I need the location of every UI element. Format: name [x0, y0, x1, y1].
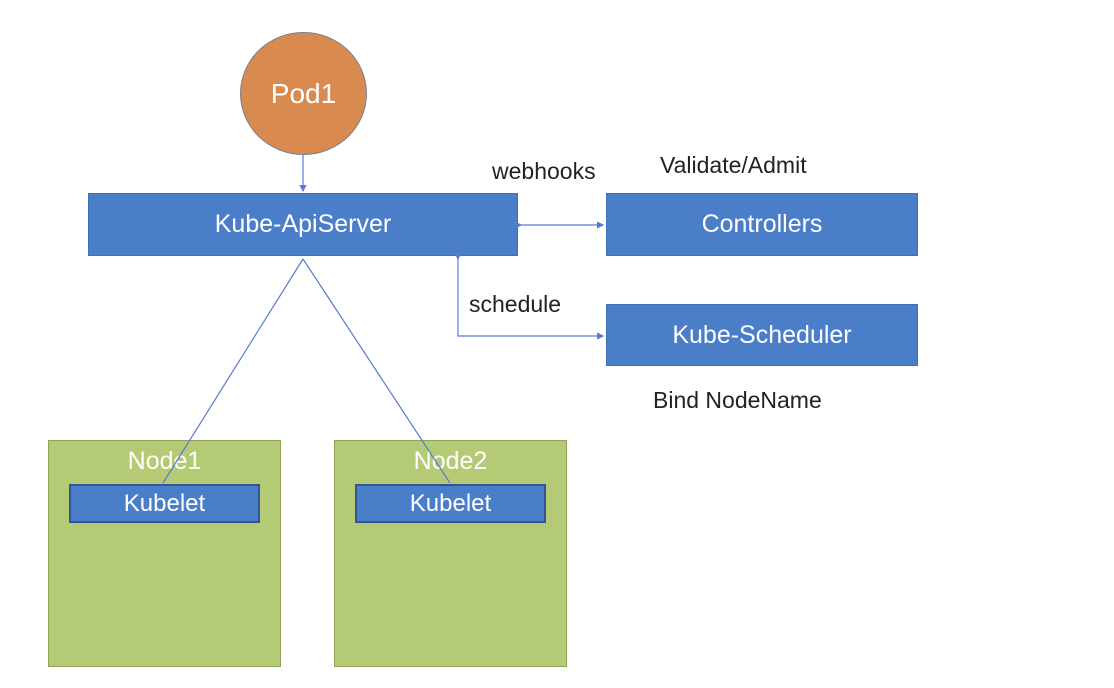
node2-title: Node2 — [413, 447, 488, 475]
node2-box: Node2 Kubelet — [334, 440, 567, 667]
kube-apiserver-box: Kube-ApiServer — [88, 193, 518, 256]
controllers-box: Controllers — [606, 193, 918, 256]
kube-scheduler-box: Kube-Scheduler — [606, 304, 918, 366]
node1-kubelet-box: Kubelet — [69, 484, 260, 523]
bind-nodename-label: Bind NodeName — [653, 387, 822, 413]
node2-kubelet-box: Kubelet — [355, 484, 546, 523]
pod1-circle: Pod1 — [240, 32, 367, 155]
node1-title: Node1 — [127, 447, 202, 475]
validate-admit-label: Validate/Admit — [660, 152, 807, 178]
node1-box: Node1 Kubelet — [48, 440, 281, 667]
schedule-label: schedule — [469, 291, 562, 317]
webhooks-label: webhooks — [492, 158, 596, 184]
